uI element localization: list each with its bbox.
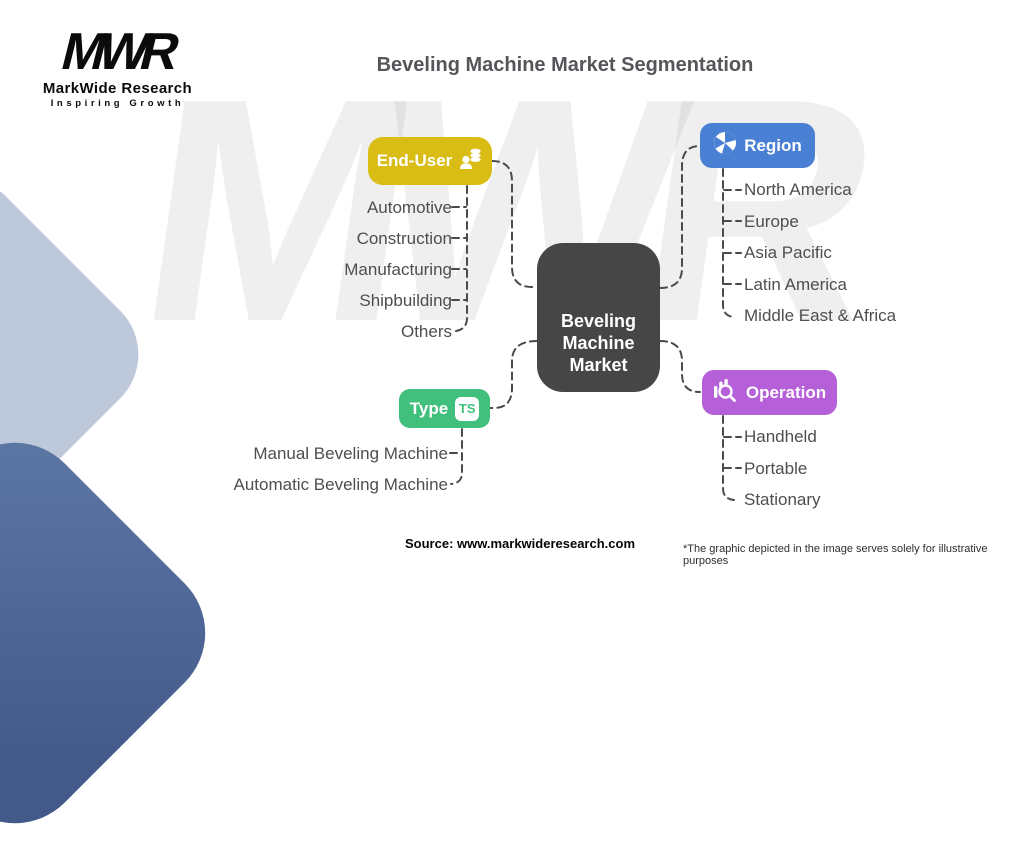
list-item: Others (400, 322, 452, 341)
list-item: Construction (356, 229, 452, 248)
list-item: Asia Pacific (744, 243, 832, 262)
list-item: Portable (744, 458, 808, 478)
segment-node-operation: Operation (702, 370, 837, 415)
list-item: North America (744, 180, 852, 199)
list-item: Europe (744, 211, 799, 231)
segment-node-end-user-label: End-User (376, 151, 453, 170)
disclaimer-note: *The graphic depicted in the image serve… (683, 543, 988, 567)
markwide-logo: MWR MarkWide Research Inspiring Growth (35, 23, 200, 109)
end-user-item-list: Automotive Construction Manufacturing Sh… (344, 192, 452, 347)
central-node-label: Beveling Machine Market (560, 311, 637, 375)
list-item: Automatic Beveling Machine (233, 475, 448, 494)
list-item: Stationary (744, 490, 821, 509)
central-node-beveling-machine-market: Beveling Machine Market (537, 243, 660, 392)
list-item: Manual Beveling Machine (253, 444, 448, 463)
segment-node-region-label: Region (744, 135, 802, 155)
logo-name: MarkWide Research (42, 80, 193, 97)
segment-node-operation-label: Operation (745, 382, 827, 402)
page-title: Beveling Machine Market Segmentation (376, 54, 754, 76)
segment-node-type-label: Type (409, 398, 449, 418)
list-item: Middle East & Africa (744, 306, 897, 325)
list-item: Shipbuilding (359, 291, 452, 310)
segment-node-type: Type TS (399, 389, 490, 428)
source-note: Source: www.markwideresearch.com (405, 536, 636, 551)
operation-item-list: Handheld Portable Stationary (744, 421, 821, 516)
list-item: Latin America (744, 274, 847, 294)
globe-icon (713, 131, 737, 160)
list-item: Handheld (744, 427, 817, 446)
user-coins-icon (459, 148, 483, 175)
list-item: Automotive (366, 198, 452, 217)
segment-node-end-user: End-User (368, 137, 492, 185)
logo-mark: MWR (55, 23, 180, 81)
connector-lines (449, 145, 742, 501)
type-item-list: Manual Beveling Machine Automatic Beveli… (233, 438, 448, 500)
region-item-list: North America Europe Asia Pacific Latin … (744, 174, 896, 332)
segment-node-region: Region (700, 123, 815, 168)
chart-magnifier-icon (713, 377, 739, 408)
ts-badge-icon: TS (455, 396, 480, 421)
logo-tagline: Inspiring Growth (50, 98, 185, 109)
list-item: Manufacturing (344, 260, 452, 279)
